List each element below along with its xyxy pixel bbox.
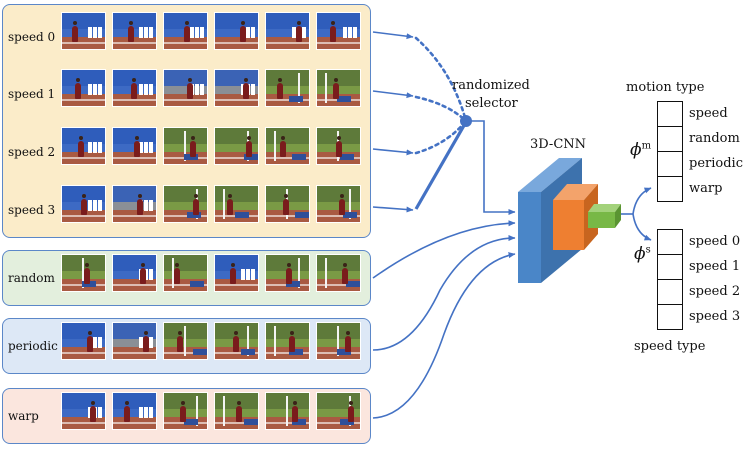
video-frame <box>61 254 106 292</box>
motion-cell-periodic <box>657 151 683 177</box>
video-frame <box>112 254 157 292</box>
cnn-green-top <box>588 204 621 212</box>
video-frame <box>112 127 157 165</box>
selected-path-speed-3 <box>414 121 468 210</box>
periodic-to-cnn-arrow <box>372 235 516 351</box>
video-frame <box>163 322 208 360</box>
row-label-warp: warp <box>8 409 39 423</box>
video-frame <box>163 392 208 430</box>
speed-cell-3 <box>657 304 683 330</box>
video-frame <box>163 254 208 292</box>
row-label-random: random <box>8 271 55 285</box>
row-label-speed-3: speed 3 <box>8 203 56 217</box>
row-label-speed-1: speed 1 <box>8 87 56 101</box>
video-frame <box>61 322 106 360</box>
phi-m-symbol: ϕm <box>630 140 652 160</box>
speed-label-0: speed 0 <box>689 234 741 249</box>
video-frame <box>316 69 361 107</box>
video-frame <box>316 185 361 223</box>
motion-cell-speed <box>657 101 683 127</box>
row-label-speed-2: speed 2 <box>8 145 56 159</box>
video-frame <box>214 254 259 292</box>
cnn-label: 3D-CNN <box>530 137 587 152</box>
video-frame <box>112 185 157 223</box>
row-label-speed-0: speed 0 <box>8 30 56 44</box>
video-frame <box>214 322 259 360</box>
motion-label-random: random <box>689 131 740 146</box>
video-frame <box>265 69 310 107</box>
arrow-speed-3 <box>372 206 414 213</box>
video-frame <box>265 392 310 430</box>
video-frame <box>316 322 361 360</box>
arrow-speed-2 <box>372 148 414 156</box>
speed-label-2: speed 2 <box>689 284 741 299</box>
cnn-orange-top <box>553 184 598 200</box>
video-frame <box>163 127 208 165</box>
video-frame <box>61 12 106 50</box>
cnn-block-top <box>518 158 582 192</box>
video-frame <box>265 12 310 50</box>
cnn-orange-front <box>553 200 584 250</box>
motion-cell-random <box>657 126 683 152</box>
motion-label-speed: speed <box>689 106 728 121</box>
video-frame <box>214 12 259 50</box>
video-frame <box>265 127 310 165</box>
speed-type-title: speed type <box>634 339 706 354</box>
video-frame <box>214 69 259 107</box>
speed-label-3: speed 3 <box>689 309 741 324</box>
video-frame <box>112 392 157 430</box>
warp-to-cnn-arrow <box>372 252 516 419</box>
video-frame <box>214 127 259 165</box>
video-frame <box>61 69 106 107</box>
random-to-cnn-arrow <box>372 220 516 279</box>
motion-label-periodic: periodic <box>689 156 743 171</box>
phi-s-symbol: ϕs <box>634 244 651 264</box>
video-frame <box>214 185 259 223</box>
video-frame <box>214 392 259 430</box>
motion-cell-warp <box>657 176 683 202</box>
cnn-block-front <box>518 192 541 283</box>
motion-type-title: motion type <box>626 80 705 95</box>
arrow-to-motion-type <box>632 187 652 215</box>
speed-cell-1 <box>657 254 683 280</box>
arrow-speed-0 <box>372 31 414 40</box>
video-frame <box>112 12 157 50</box>
video-frame <box>61 392 106 430</box>
selector-node <box>460 115 472 127</box>
video-frame <box>316 12 361 50</box>
video-frame <box>163 185 208 223</box>
selector-to-cnn-arrow <box>466 120 516 215</box>
video-frame <box>265 185 310 223</box>
arrow-to-speed-type <box>632 213 652 241</box>
motion-label-warp: warp <box>689 181 723 196</box>
speed-label-1: speed 1 <box>689 259 741 274</box>
selector-label-line2: selector <box>465 96 518 111</box>
arrow-speed-1 <box>372 90 414 99</box>
video-frame <box>265 254 310 292</box>
video-frame <box>163 12 208 50</box>
video-frame <box>61 185 106 223</box>
video-frame <box>112 322 157 360</box>
selector-label-line1: randomized <box>452 78 530 93</box>
video-frame <box>316 127 361 165</box>
dotted-path-speed-0 <box>414 36 468 123</box>
video-frame <box>265 322 310 360</box>
video-frame <box>316 392 361 430</box>
speed-cell-2 <box>657 279 683 305</box>
cnn-green-side <box>615 204 621 228</box>
cnn-green-front <box>588 212 615 228</box>
row-label-periodic: periodic <box>8 339 58 353</box>
video-frame <box>112 69 157 107</box>
speed-cell-0 <box>657 229 683 255</box>
video-frame <box>61 127 106 165</box>
video-frame <box>163 69 208 107</box>
video-frame <box>316 254 361 292</box>
